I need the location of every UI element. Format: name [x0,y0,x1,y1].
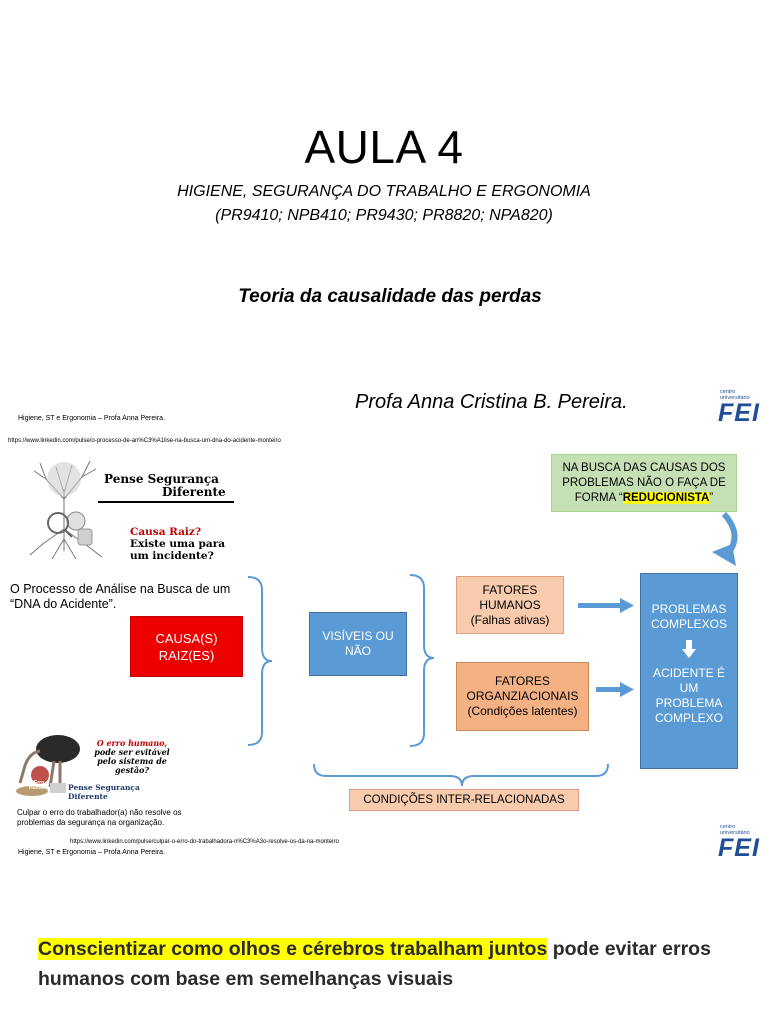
arrow-fh-head [620,598,634,613]
bottom-highlight: Conscientizar como olhos e cérebros trab… [38,938,547,960]
slide-footer-2: Higiene, ST e Ergonomia – Profa Anna Per… [18,849,165,856]
erro-humano-caption: O erro humano, pode ser evitável pelo si… [90,739,174,775]
brace-mid [410,575,434,746]
erro-line2: pode ser evitável pelo sistema de gestão… [90,748,174,775]
erro-humano-stamp: Erro Humano [26,781,52,791]
arrow-fh-shaft [578,603,622,608]
logo2-word: FEI [716,836,760,860]
culpar-text: Culpar o erro do trabalhador(a) não reso… [17,808,195,828]
arrow-fo-shaft [596,687,622,692]
bottom-statement: Conscientizar como olhos e cérebros trab… [38,934,738,994]
arrow-fo-head [620,682,634,697]
brace-left [248,577,272,745]
brace-bottom [314,764,608,786]
fei-logo-2: centro universitário FEI [716,824,760,860]
curved-arrow-head [712,544,736,566]
source-url-bottom[interactable]: https://www.linkedin.com/pulse/culpar-o-… [70,839,339,845]
pense-seguranca-footer: Pense Segurança Diferente [68,783,180,801]
erro-humano-image: O erro humano, pode ser evitável pelo si… [10,723,180,803]
